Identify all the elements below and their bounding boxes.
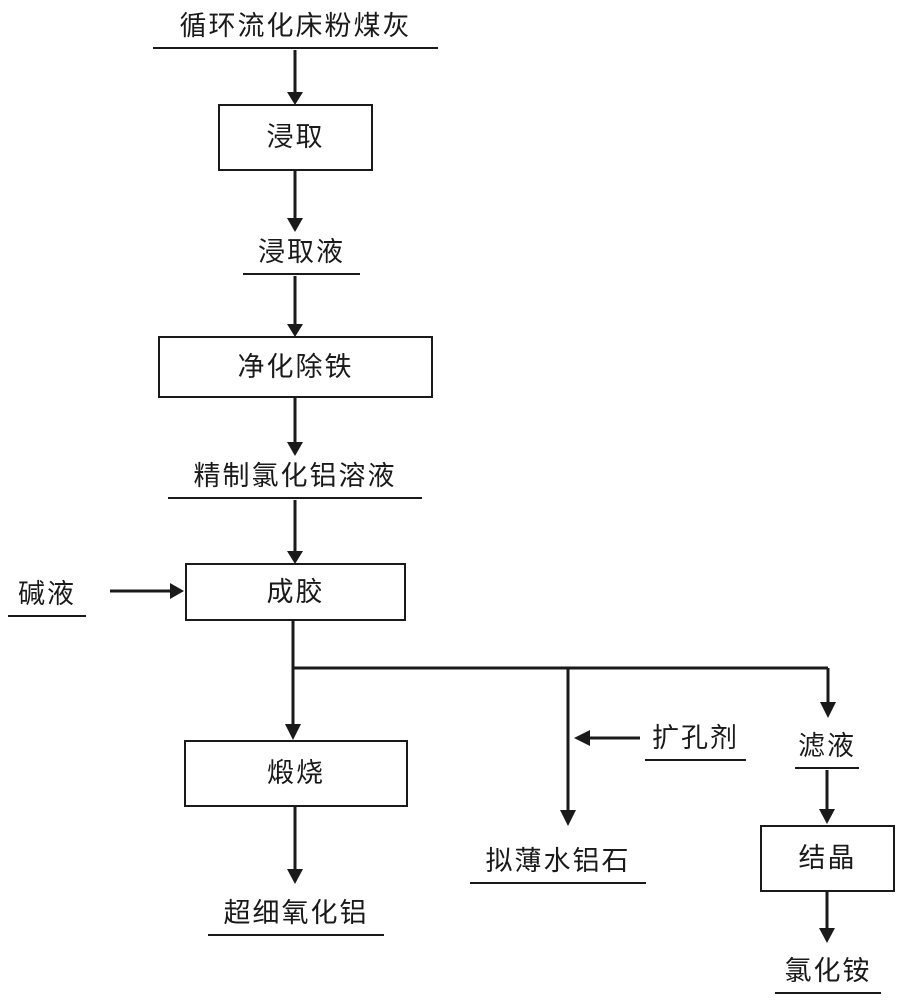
process-box-calcination-label: 煅烧 xyxy=(267,758,325,789)
arrowhead-bus-to-pseudoboehmite xyxy=(560,810,576,826)
arrowhead-calcination-to-alumina xyxy=(287,869,303,884)
process-box-purification: 净化除铁 xyxy=(158,336,433,398)
process-box-leaching-label: 浸取 xyxy=(266,122,325,153)
process-box-purification-label: 净化除铁 xyxy=(237,351,354,383)
arrowhead-bus-to-calcination xyxy=(285,724,301,740)
arrowhead-bus-to-filtrate xyxy=(820,702,836,718)
process-box-crystallization-label: 结晶 xyxy=(798,843,857,874)
process-box-leaching: 浸取 xyxy=(218,104,373,171)
material-label-ultrafine-alumina: 超细氧化铝 xyxy=(208,895,384,936)
arrowhead-crystallization-to-ammonium xyxy=(819,928,835,943)
material-label-refined-solution: 精制氯化铝溶液 xyxy=(168,458,422,499)
material-label-alkali-solution: 碱液 xyxy=(8,576,86,617)
material-label-feedstock: 循环流化床粉煤灰 xyxy=(153,8,438,49)
arrowhead-alkali-to-gelation xyxy=(170,583,184,599)
material-label-ammonium-chloride: 氯化铵 xyxy=(775,953,881,994)
arrowhead-pore-agent-to-branch xyxy=(574,730,590,746)
material-label-pseudo-boehmite: 拟薄水铝石 xyxy=(470,843,646,884)
arrowhead-purification-to-refined xyxy=(287,442,303,456)
arrowhead-leaching-to-leachate xyxy=(287,218,303,232)
process-box-crystallization: 结晶 xyxy=(760,825,895,892)
process-box-calcination: 煅烧 xyxy=(184,740,408,807)
arrowhead-filtrate-to-crystallization xyxy=(819,809,835,824)
process-box-gelation-label: 成胶 xyxy=(266,576,325,608)
process-box-gelation: 成胶 xyxy=(185,563,406,621)
material-label-filtrate: 滤液 xyxy=(795,728,859,769)
material-label-leachate: 浸取液 xyxy=(243,234,360,275)
material-label-pore-expanding-agent: 扩孔剂 xyxy=(645,720,746,761)
